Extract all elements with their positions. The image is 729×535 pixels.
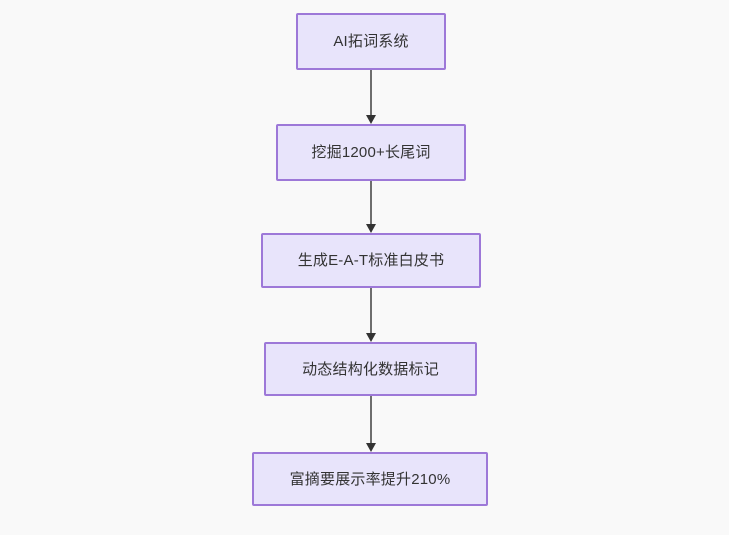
flow-node-label: 富摘要展示率提升210% <box>289 470 451 488</box>
flow-node-mine-longtail-keywords[interactable]: 挖掘1200+长尾词 <box>276 124 466 181</box>
edge-line <box>370 288 372 334</box>
flow-edge-3 <box>365 288 377 342</box>
flow-node-label: AI拓词系统 <box>333 33 409 50</box>
flow-node-generate-eat-whitepaper[interactable]: 生成E-A-T标准白皮书 <box>261 233 481 288</box>
edge-line <box>370 396 372 444</box>
flow-node-ai-keyword-system[interactable]: AI拓词系统 <box>296 13 446 70</box>
flow-edge-1 <box>365 70 377 124</box>
flow-node-label: 挖掘1200+长尾词 <box>311 144 431 161</box>
arrowhead-icon <box>366 224 376 233</box>
edge-line <box>370 181 372 225</box>
flow-node-label: 动态结构化数据标记 <box>302 360 439 378</box>
flow-edge-4 <box>365 396 377 452</box>
flow-edge-2 <box>365 181 377 233</box>
edge-line <box>370 70 372 116</box>
flow-node-dynamic-structured-data-markup[interactable]: 动态结构化数据标记 <box>264 342 477 396</box>
arrowhead-icon <box>366 333 376 342</box>
flow-node-rich-snippet-impression-lift[interactable]: 富摘要展示率提升210% <box>252 452 488 506</box>
arrowhead-icon <box>366 115 376 124</box>
flow-node-label: 生成E-A-T标准白皮书 <box>297 252 445 269</box>
arrowhead-icon <box>366 443 376 452</box>
